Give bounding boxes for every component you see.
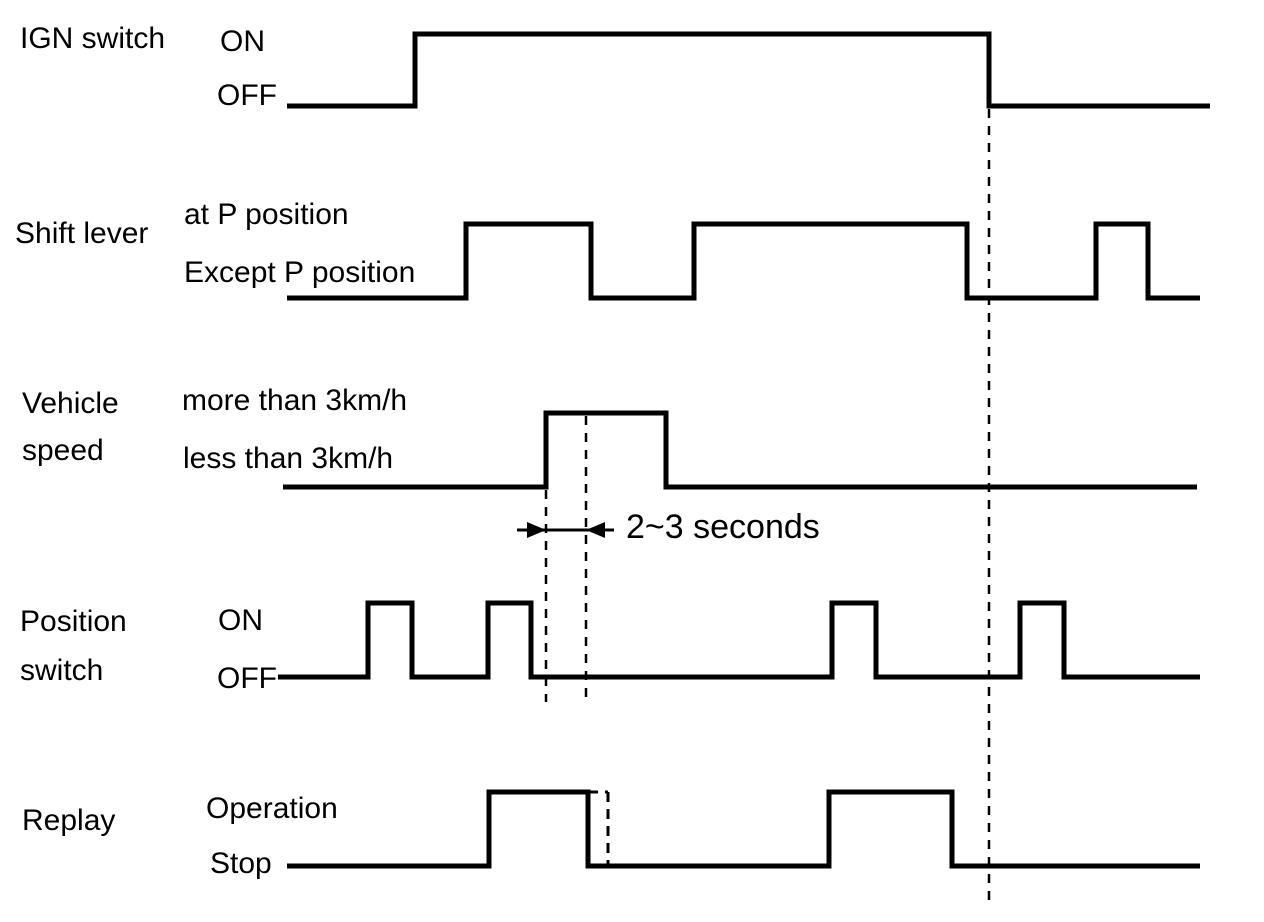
shift-lever-low-label: Except P position xyxy=(184,256,416,289)
shift-lever-high-label: at P position xyxy=(184,198,349,231)
ign-switch-high-label: ON xyxy=(220,25,265,58)
replay-high-label: Operation xyxy=(206,792,338,825)
signal-name-ign-switch: IGN switch xyxy=(20,22,166,55)
signal-name-position-switch-line1: Position xyxy=(20,605,127,638)
vehicle-speed-waveform xyxy=(283,410,1197,490)
replay-low-label: Stop xyxy=(210,847,272,880)
vehicle-speed-high-label: more than 3km/h xyxy=(182,384,408,417)
duration-annotation: 2~3 seconds xyxy=(626,508,820,546)
ign-switch-waveform xyxy=(287,31,1210,109)
vehicle-speed-low-label: less than 3km/h xyxy=(183,442,394,475)
replay-waveform xyxy=(287,789,1200,869)
arrowhead-left-icon xyxy=(586,522,605,538)
shift-lever-waveform xyxy=(287,221,1200,301)
ign-switch-low-label: OFF xyxy=(217,79,277,112)
position-switch-low-label: OFF xyxy=(217,662,277,695)
position-switch-waveform xyxy=(278,600,1200,680)
position-switch-high-label: ON xyxy=(218,604,263,637)
signal-name-vehicle-speed-line2: speed xyxy=(22,434,104,467)
signal-name-position-switch-line2: switch xyxy=(20,654,104,687)
arrowhead-right-icon xyxy=(527,522,546,538)
signal-name-vehicle-speed-line1: Vehicle xyxy=(22,387,119,420)
signal-name-replay: Replay xyxy=(22,804,116,837)
signal-name-shift-lever: Shift lever xyxy=(15,217,149,250)
